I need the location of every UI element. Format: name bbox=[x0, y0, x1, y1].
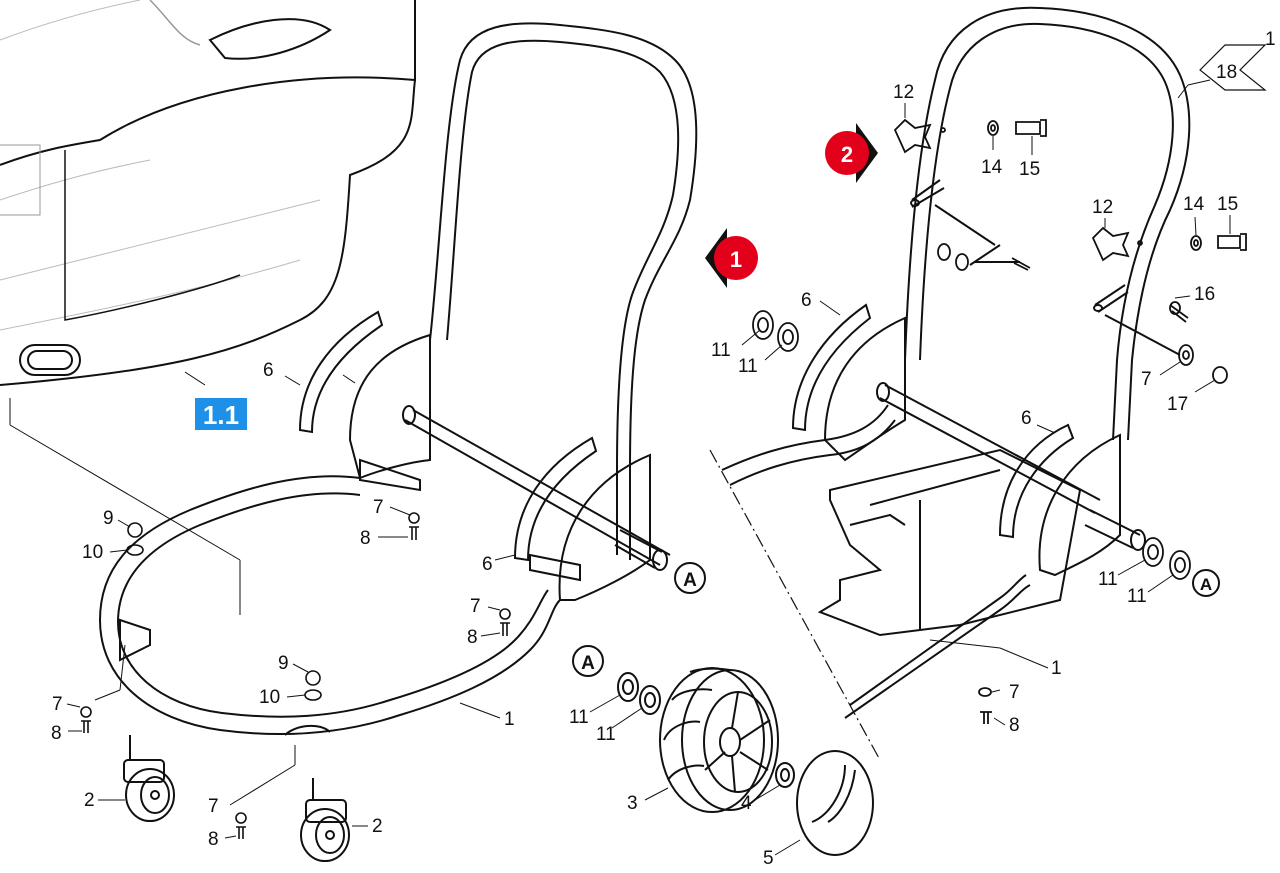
left-wheel-washers bbox=[617, 672, 661, 715]
section-badge[interactable]: 1.1 bbox=[195, 398, 247, 430]
hubcap bbox=[796, 750, 874, 856]
part-label-7[interactable]: 7 bbox=[1141, 369, 1152, 390]
part-label-11[interactable]: 11 bbox=[738, 356, 758, 377]
left-small-hardware bbox=[80, 512, 511, 839]
part-label-7[interactable]: 7 bbox=[52, 694, 63, 715]
part-label-18[interactable]: 18 bbox=[1216, 62, 1237, 83]
part-label-9[interactable]: 9 bbox=[103, 508, 114, 529]
part-label-5[interactable]: 5 bbox=[763, 848, 774, 869]
caster-wheel-right bbox=[300, 778, 350, 862]
part-label-11[interactable]: 11 bbox=[1098, 569, 1118, 590]
part-label-14[interactable]: 14 bbox=[981, 157, 1003, 178]
part-label-2[interactable]: 2 bbox=[372, 816, 383, 837]
part-label-11[interactable]: 11 bbox=[1127, 586, 1147, 607]
right-cart-frame bbox=[721, 6, 1191, 719]
part-label-7[interactable]: 7 bbox=[470, 596, 481, 617]
caster-wheel-left bbox=[123, 735, 175, 822]
right-bumper-upper bbox=[791, 303, 872, 432]
part-label-6[interactable]: 6 bbox=[801, 290, 812, 311]
step-marker-2-label: 2 bbox=[841, 142, 853, 167]
step-marker-1-label: 1 bbox=[730, 247, 742, 272]
part-label-3[interactable]: 3 bbox=[627, 793, 638, 814]
part-label-11[interactable]: 11 bbox=[569, 707, 589, 728]
part-label-11[interactable]: 11 bbox=[596, 724, 616, 745]
part-label-10[interactable]: 10 bbox=[82, 542, 103, 563]
part-label-8[interactable]: 8 bbox=[467, 627, 478, 648]
part-label-2[interactable]: 2 bbox=[84, 790, 95, 811]
left-bumper-lower bbox=[513, 436, 598, 562]
part-label-1[interactable]: 1 bbox=[1051, 658, 1062, 679]
section-badge-label: 1.1 bbox=[203, 400, 239, 430]
part-label-10[interactable]: 10 bbox=[259, 687, 280, 708]
connector-a-label: A bbox=[581, 653, 595, 674]
connector-a-right: A bbox=[1192, 569, 1220, 597]
part-label-12[interactable]: 12 bbox=[893, 82, 914, 103]
part-label-7[interactable]: 7 bbox=[208, 796, 219, 817]
part-label-9[interactable]: 9 bbox=[278, 653, 289, 674]
connector-a-label: A bbox=[683, 570, 697, 591]
part-label-1[interactable]: 1 bbox=[504, 709, 515, 730]
part-label-8[interactable]: 8 bbox=[360, 528, 371, 549]
connector-a-wheel: A bbox=[572, 645, 604, 677]
step-marker-2[interactable]: 2 bbox=[825, 123, 878, 183]
part-label-8[interactable]: 8 bbox=[51, 723, 62, 744]
part-label-15[interactable]: 15 bbox=[1019, 159, 1040, 180]
connector-a-label: A bbox=[1200, 575, 1212, 594]
part-label-17[interactable]: 17 bbox=[1167, 394, 1188, 415]
part-label-16[interactable]: 16 bbox=[1194, 284, 1215, 305]
part-label-12[interactable]: 12 bbox=[1092, 197, 1113, 218]
part-label-11[interactable]: 11 bbox=[711, 340, 731, 361]
part-label-7[interactable]: 7 bbox=[1009, 682, 1020, 703]
part-label-15[interactable]: 15 bbox=[1217, 194, 1238, 215]
wheel-washer bbox=[775, 762, 795, 788]
main-wheel bbox=[659, 667, 779, 813]
left-cart-frame bbox=[98, 22, 698, 736]
part-18-tag bbox=[1199, 44, 1267, 91]
part-label-4[interactable]: 4 bbox=[741, 793, 752, 814]
part-label-8[interactable]: 8 bbox=[208, 829, 219, 850]
step-marker-1[interactable]: 1 bbox=[705, 228, 758, 288]
right-hardware bbox=[752, 118, 1247, 724]
right-bumper-lower bbox=[998, 423, 1075, 539]
part-label-7[interactable]: 7 bbox=[373, 497, 384, 518]
part-label-8[interactable]: 8 bbox=[1009, 715, 1020, 736]
machine-body bbox=[0, 0, 416, 386]
part-label-6[interactable]: 6 bbox=[1021, 408, 1032, 429]
part-label-14[interactable]: 14 bbox=[1183, 194, 1205, 215]
leader-lines bbox=[66, 79, 1231, 856]
part-label-1[interactable]: 1 bbox=[1265, 29, 1276, 50]
divider-line bbox=[709, 449, 881, 761]
left-bumper-upper bbox=[298, 310, 384, 434]
connector-a-left-frame: A bbox=[674, 562, 706, 594]
part-label-6[interactable]: 6 bbox=[263, 360, 274, 381]
part-label-6[interactable]: 6 bbox=[482, 554, 493, 575]
part-labels: 6 6 7 8 7 8 9 10 7 8 9 10 7 8 2 2 1 11 1… bbox=[51, 29, 1276, 869]
